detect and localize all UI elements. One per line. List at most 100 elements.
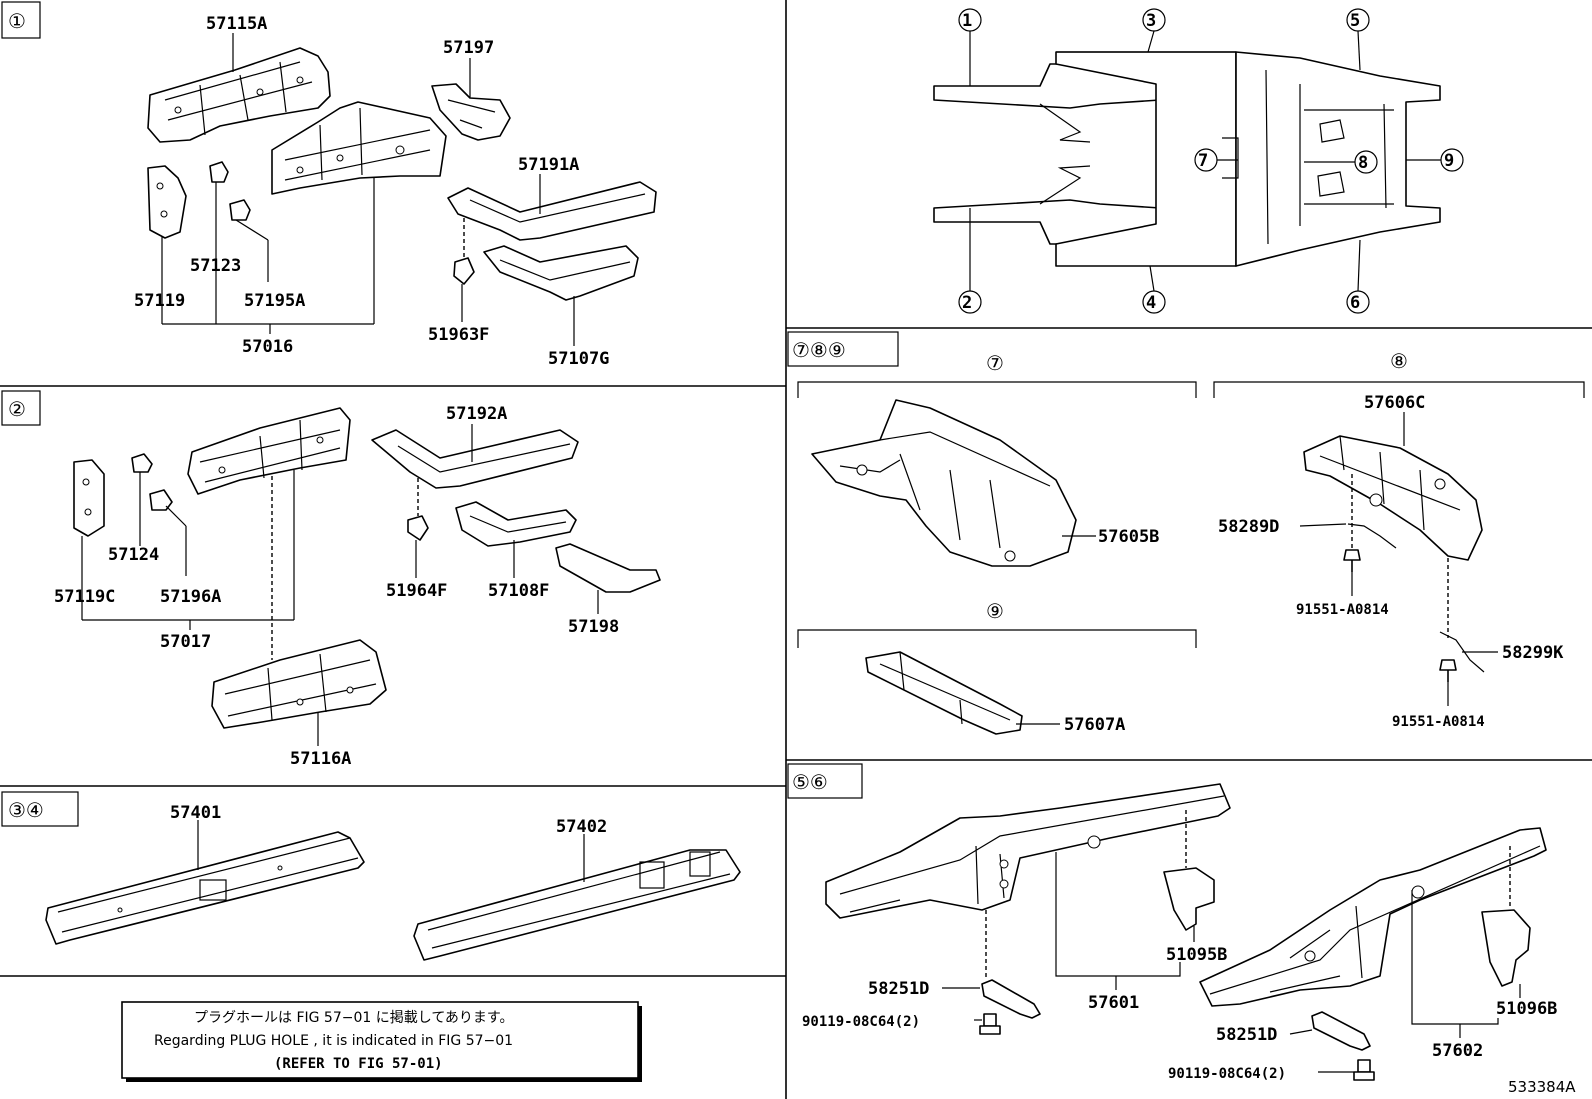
overview-callouts: 1 2 3 4 5 6 7 8 9: [958, 8, 1464, 314]
part-57198-illustration: [555, 543, 661, 593]
part-57016-illustration: [271, 101, 447, 195]
part-57607A-illustration: [865, 651, 1023, 735]
part-label-57195A[interactable]: 57195A: [244, 291, 305, 311]
part-57606C-illustration: [1303, 435, 1483, 561]
subsection-8-label: ⑧: [1390, 349, 1408, 373]
callout-1: [958, 8, 982, 86]
leader-57017: [81, 470, 295, 630]
part-label-57191A[interactable]: 57191A: [518, 155, 579, 175]
part-57197-illustration: [431, 83, 511, 141]
plug-hole-note: プラグホールは FIG 57−01 に掲載してあります。 Regarding P…: [121, 1001, 642, 1082]
part-label-51096B[interactable]: 51096B: [1496, 999, 1557, 1019]
part-label-57402[interactable]: 57402: [556, 817, 607, 837]
part-57402-illustration: [413, 849, 741, 961]
svg-text:②: ②: [8, 397, 26, 421]
part-57191A-illustration: [447, 181, 657, 241]
part-label-57016[interactable]: 57016: [242, 337, 293, 357]
note-line-japanese: プラグホールは FIG 57−01 に掲載してあります。: [194, 1010, 514, 1026]
part-label-57017[interactable]: 57017: [160, 632, 211, 652]
part-label-57605B[interactable]: 57605B: [1098, 527, 1159, 547]
part-51095B-illustration: [1163, 867, 1215, 931]
part-51963F-illustration: [453, 257, 475, 285]
callout-6: [1346, 239, 1370, 314]
part-label-57108F[interactable]: 57108F: [488, 581, 549, 601]
part-label-58251D-a[interactable]: 58251D: [868, 979, 929, 999]
part-label-57607A[interactable]: 57607A: [1064, 715, 1125, 735]
part-label-57115A[interactable]: 57115A: [206, 14, 267, 34]
part-57196A-illustration: [149, 489, 173, 511]
part-57401-illustration: [45, 831, 365, 945]
part-58251D-b-illustration: [1311, 1011, 1371, 1051]
section-badge: ⑤⑥: [787, 763, 863, 799]
note-line-english: Regarding PLUG HOLE , it is indicated in…: [154, 1033, 513, 1049]
overview-label-4: 4: [1146, 293, 1156, 313]
overview-label-9: 9: [1444, 151, 1454, 171]
section-badge: ②: [1, 390, 41, 426]
overview-label-8: 8: [1358, 153, 1368, 173]
part-label-58289D[interactable]: 58289D: [1218, 517, 1279, 537]
callout-4: [1142, 265, 1166, 314]
overview-label-2: 2: [962, 293, 972, 313]
part-label-57119[interactable]: 57119: [134, 291, 185, 311]
frame-overview: [933, 51, 1441, 267]
part-label-51095B[interactable]: 51095B: [1166, 945, 1227, 965]
section-2: ② 57124 57119C 57196A 57017: [1, 390, 661, 769]
part-57192A-illustration: [371, 429, 579, 489]
part-label-57198[interactable]: 57198: [568, 617, 619, 637]
part-57115A-illustration: [147, 47, 331, 143]
section-34: ③④ 57401 57402: [1, 791, 741, 961]
part-58289D-illustration: [1347, 523, 1397, 549]
svg-text:⑤⑥: ⑤⑥: [792, 770, 828, 794]
section-1: ① 57115A 57197: [1, 1, 657, 369]
part-label-91551-a[interactable]: 91551-A0814: [1296, 602, 1389, 618]
part-57195A-illustration: [229, 199, 251, 221]
part-label-58299K[interactable]: 58299K: [1502, 643, 1564, 663]
part-label-57119C[interactable]: 57119C: [54, 587, 115, 607]
callout-2: [958, 208, 982, 314]
callout-9: [1406, 148, 1464, 172]
part-label-57606C[interactable]: 57606C: [1364, 393, 1425, 413]
part-label-57401[interactable]: 57401: [170, 803, 221, 823]
figure-code: 533384A: [1508, 1078, 1576, 1096]
part-57107G-illustration: [483, 245, 639, 301]
part-label-90119-b[interactable]: 90119-08C64(2): [1168, 1066, 1286, 1082]
overview-label-5: 5: [1350, 11, 1360, 31]
bolt-91551-a-icon: [1343, 549, 1361, 572]
part-label-57196A[interactable]: 57196A: [160, 587, 221, 607]
overview-label-1: 1: [962, 11, 972, 31]
part-label-57197[interactable]: 57197: [443, 38, 494, 58]
part-label-51963F[interactable]: 51963F: [428, 325, 489, 345]
part-label-57124[interactable]: 57124: [108, 545, 159, 565]
subsection-7-label: ⑦: [986, 351, 1004, 375]
overview-label-6: 6: [1350, 293, 1360, 313]
part-57601-illustration: [825, 783, 1231, 919]
bolt-91551-b-icon: [1439, 659, 1457, 682]
part-57124-illustration: [131, 453, 153, 473]
part-label-57123[interactable]: 57123: [190, 256, 241, 276]
bolt-90119-a-icon: [979, 1013, 1001, 1035]
section-badge: ⑦⑧⑨: [787, 331, 899, 367]
part-label-90119-a[interactable]: 90119-08C64(2): [802, 1014, 920, 1030]
section-56: ⑤⑥ 51095B 57601 58251D 90119-08C64(2): [787, 763, 1557, 1082]
part-57108F-illustration: [455, 501, 577, 547]
callout-8: [1304, 150, 1378, 174]
part-57605B-illustration: [811, 399, 1077, 567]
part-label-57107G[interactable]: 57107G: [548, 349, 609, 369]
part-label-58251D-b[interactable]: 58251D: [1216, 1025, 1277, 1045]
part-label-57602[interactable]: 57602: [1432, 1041, 1483, 1061]
part-label-91551-b[interactable]: 91551-A0814: [1392, 714, 1485, 730]
overview-label-7: 7: [1198, 151, 1208, 171]
part-label-57192A[interactable]: 57192A: [446, 404, 507, 424]
part-57017-illustration: [187, 407, 351, 495]
part-57602-illustration: [1199, 827, 1547, 1007]
part-57119-illustration: [147, 165, 187, 239]
svg-text:①: ①: [8, 9, 26, 33]
part-58299K-illustration: [1439, 631, 1485, 673]
note-line-refer: (REFER TO FIG 57-01): [274, 1056, 443, 1072]
part-label-57601[interactable]: 57601: [1088, 993, 1139, 1013]
part-label-51964F[interactable]: 51964F: [386, 581, 447, 601]
part-label-57116A[interactable]: 57116A: [290, 749, 351, 769]
bolt-90119-b-icon: [1353, 1059, 1375, 1081]
svg-text:⑦⑧⑨: ⑦⑧⑨: [792, 338, 846, 362]
